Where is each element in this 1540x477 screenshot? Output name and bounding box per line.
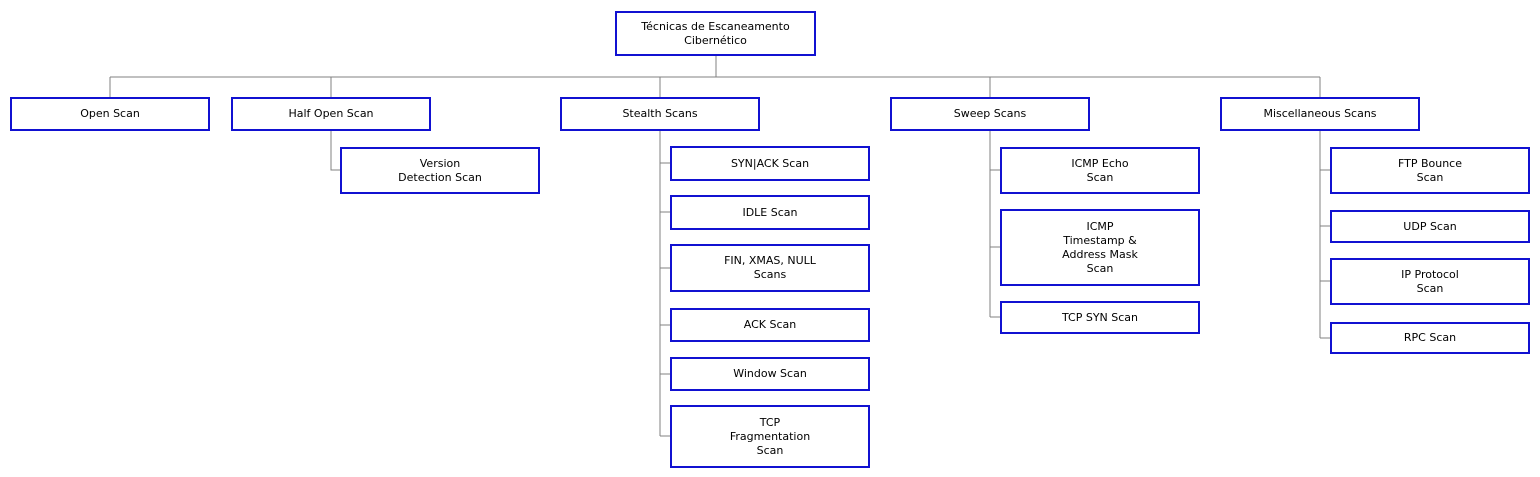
- connector-misc-branch: [1319, 131, 1330, 339]
- node-icmp-echo-scan: ICMP Echo Scan: [1000, 147, 1200, 194]
- node-tcp-syn-scan: TCP SYN Scan: [1000, 301, 1200, 334]
- node-sweep-scans: Sweep Scans: [890, 97, 1090, 131]
- node-version-detection-scan: Version Detection Scan: [340, 147, 540, 194]
- node-rpc-scan: RPC Scan: [1330, 322, 1530, 354]
- connector-root-rail: [109, 56, 1321, 97]
- node-syn-ack-scan: SYN|ACK Scan: [670, 146, 870, 181]
- node-tcp-fragmentation-scan: TCP Fragmentation Scan: [670, 405, 870, 468]
- node-udp-scan: UDP Scan: [1330, 210, 1530, 243]
- node-root: Técnicas de Escaneamento Cibernético: [615, 11, 816, 56]
- node-window-scan: Window Scan: [670, 357, 870, 391]
- connector-stealth-branch: [659, 131, 670, 437]
- node-ack-scan: ACK Scan: [670, 308, 870, 342]
- node-stealth-scans: Stealth Scans: [560, 97, 760, 131]
- node-open-scan: Open Scan: [10, 97, 210, 131]
- node-half-open-scan: Half Open Scan: [231, 97, 431, 131]
- node-ftp-bounce-scan: FTP Bounce Scan: [1330, 147, 1530, 194]
- connector-half-open-branch: [330, 131, 340, 171]
- node-fin-xmas-null-scans: FIN, XMAS, NULL Scans: [670, 244, 870, 292]
- node-icmp-timestamp-address-mask-scan: ICMP Timestamp & Address Mask Scan: [1000, 209, 1200, 286]
- node-miscellaneous-scans: Miscellaneous Scans: [1220, 97, 1420, 131]
- connector-sweep-branch: [989, 131, 1000, 318]
- node-idle-scan: IDLE Scan: [670, 195, 870, 230]
- node-ip-protocol-scan: IP Protocol Scan: [1330, 258, 1530, 305]
